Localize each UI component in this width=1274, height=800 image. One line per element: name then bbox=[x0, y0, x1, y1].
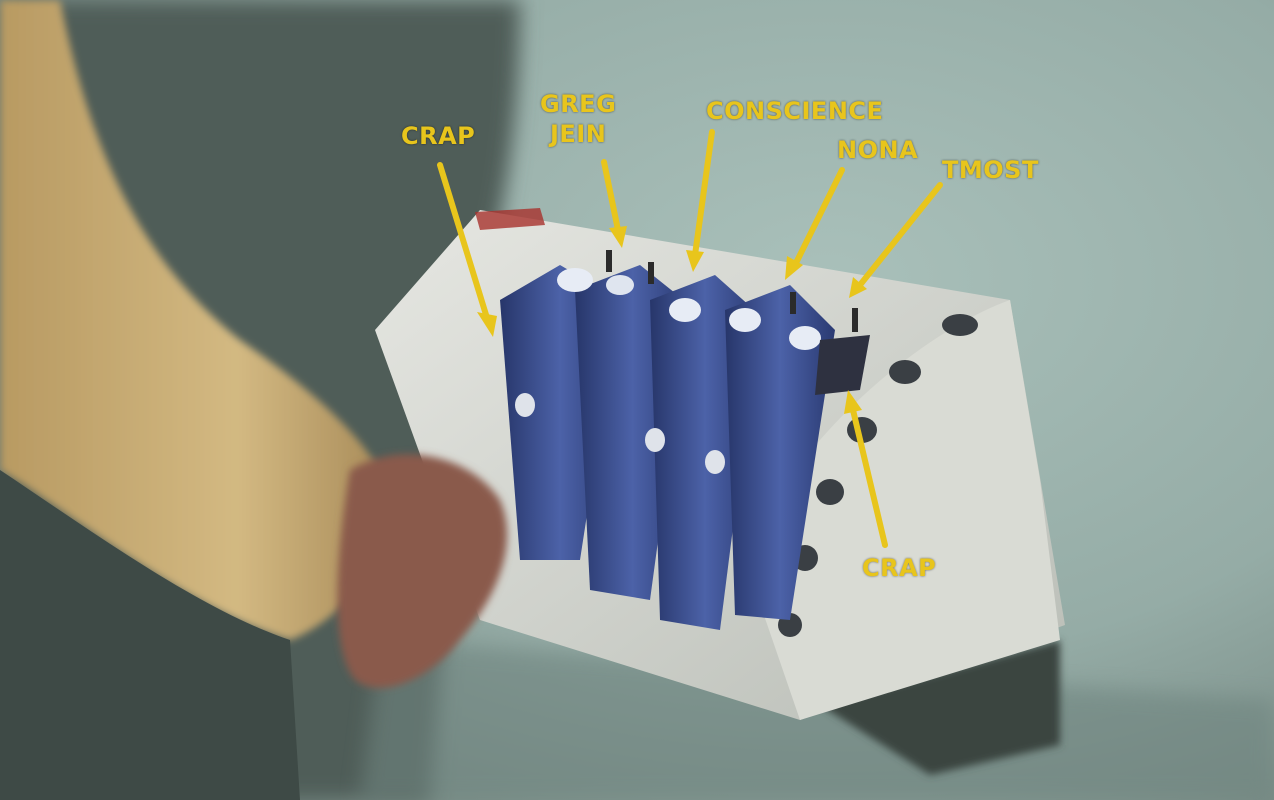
label-crap-right: CRAP bbox=[862, 553, 936, 583]
person-sleeve bbox=[0, 0, 395, 640]
person-dark-torso bbox=[0, 470, 300, 800]
lever-bank bbox=[500, 250, 870, 630]
label-nona: NONA bbox=[837, 135, 918, 165]
label-crap-left: CRAP bbox=[401, 121, 475, 151]
person-hand bbox=[337, 454, 508, 688]
panel-red-edge bbox=[475, 208, 545, 230]
label-line: JEIN bbox=[549, 120, 607, 148]
label-line: CONSCIENCE bbox=[706, 97, 884, 125]
panel-shadow bbox=[820, 640, 1060, 775]
label-line: GREG bbox=[540, 90, 617, 118]
annotation-arrows bbox=[437, 129, 943, 548]
floor-shadow bbox=[360, 640, 1274, 800]
label-greg-jein: GREG JEIN bbox=[540, 89, 616, 149]
label-line: NONA bbox=[837, 136, 919, 164]
label-conscience: CONSCIENCE bbox=[706, 96, 883, 126]
label-line: TMOST bbox=[942, 156, 1039, 184]
label-line: CRAP bbox=[862, 554, 937, 582]
label-line: CRAP bbox=[401, 122, 476, 150]
panel-end-cap bbox=[745, 300, 1060, 720]
label-tmost: TMOST bbox=[942, 155, 1039, 185]
